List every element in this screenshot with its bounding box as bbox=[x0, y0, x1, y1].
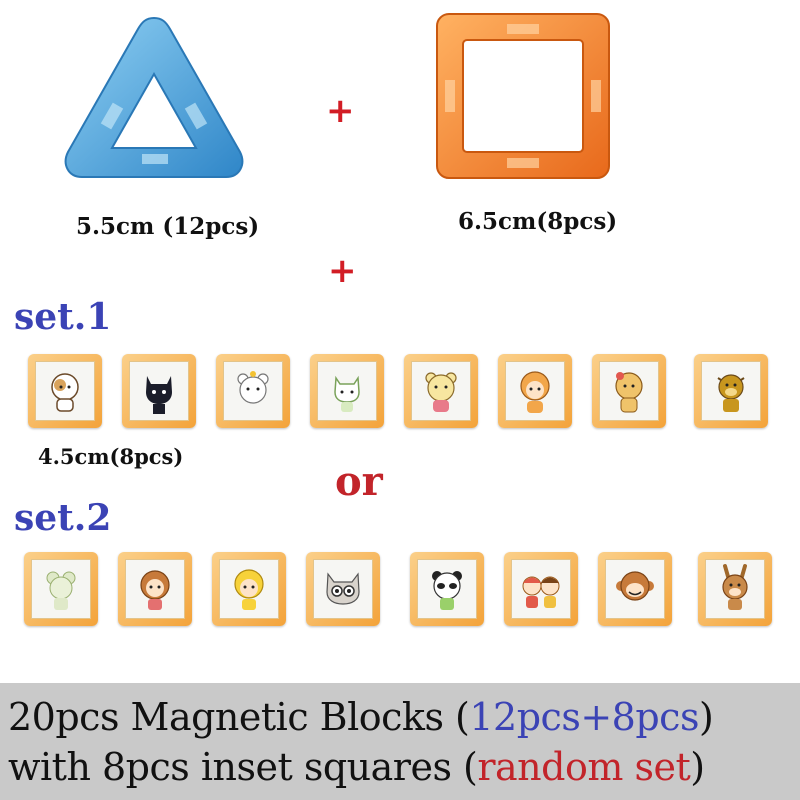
puppy-icon bbox=[615, 372, 643, 413]
raccoon-cat-icon bbox=[326, 572, 360, 605]
set2-tile bbox=[306, 552, 380, 626]
set2-tile bbox=[410, 552, 484, 626]
set1-tile bbox=[310, 354, 384, 428]
monkey-kid-icon bbox=[140, 570, 170, 610]
set1-tile bbox=[498, 354, 572, 428]
banner-line-2: with 8pcs inset squares (random set) bbox=[8, 745, 705, 789]
triangle-piece bbox=[62, 12, 247, 182]
banner-line-1-highlight: 12pcs+8pcs bbox=[469, 695, 699, 739]
square-frame-icon bbox=[436, 13, 610, 179]
or-separator: or bbox=[335, 458, 383, 505]
banner-line-2-highlight: random set bbox=[477, 745, 691, 789]
square-label: 6.5cm(8pcs) bbox=[458, 208, 618, 235]
plus-sign-middle: + bbox=[328, 251, 357, 291]
set1-tile bbox=[216, 354, 290, 428]
bear-icon bbox=[237, 371, 269, 404]
set1-tile bbox=[592, 354, 666, 428]
set2-tile bbox=[118, 552, 192, 626]
tiger-kid-icon bbox=[520, 371, 550, 413]
chick-kid-icon bbox=[234, 569, 264, 610]
set2-tile bbox=[504, 552, 578, 626]
set2-tile bbox=[598, 552, 672, 626]
cat-icon bbox=[51, 373, 79, 412]
triangle-label: 5.5cm (12pcs) bbox=[76, 213, 260, 240]
summary-banner: 20pcs Magnetic Blocks (12pcs+8pcs) with … bbox=[0, 683, 800, 800]
mouse-icon bbox=[46, 571, 76, 610]
panda-icon bbox=[432, 571, 462, 610]
set1-tile-size-label: 4.5cm(8pcs) bbox=[38, 444, 184, 469]
set2-tile bbox=[698, 552, 772, 626]
cow-icon bbox=[717, 374, 745, 412]
set2-tile bbox=[24, 552, 98, 626]
set2-tile bbox=[212, 552, 286, 626]
square-piece bbox=[433, 12, 613, 182]
triangle-icon bbox=[64, 16, 244, 178]
black-cat-icon bbox=[146, 376, 172, 414]
teddy-bear-icon bbox=[425, 372, 457, 412]
set1-tile bbox=[122, 354, 196, 428]
set1-title: set.1 bbox=[14, 296, 112, 338]
kitten-icon bbox=[334, 375, 360, 412]
donkey-icon bbox=[722, 564, 748, 610]
monkey-icon bbox=[616, 571, 654, 601]
plus-sign-top: + bbox=[326, 91, 355, 131]
set1-tile-row bbox=[0, 354, 800, 434]
set1-tile bbox=[404, 354, 478, 428]
set1-tile bbox=[694, 354, 768, 428]
set2-title: set.2 bbox=[14, 497, 112, 539]
banner-line-1-suffix: ) bbox=[698, 695, 714, 739]
banner-line-2-suffix: ) bbox=[690, 745, 705, 789]
set2-tile-row bbox=[0, 552, 800, 632]
banner-line-1: 20pcs Magnetic Blocks (12pcs+8pcs) bbox=[8, 695, 714, 739]
kids-pair-icon bbox=[522, 576, 560, 608]
banner-line-1-prefix: 20pcs Magnetic Blocks ( bbox=[8, 695, 470, 739]
banner-line-2-prefix: with 8pcs inset squares ( bbox=[8, 745, 478, 789]
set1-tile bbox=[28, 354, 102, 428]
